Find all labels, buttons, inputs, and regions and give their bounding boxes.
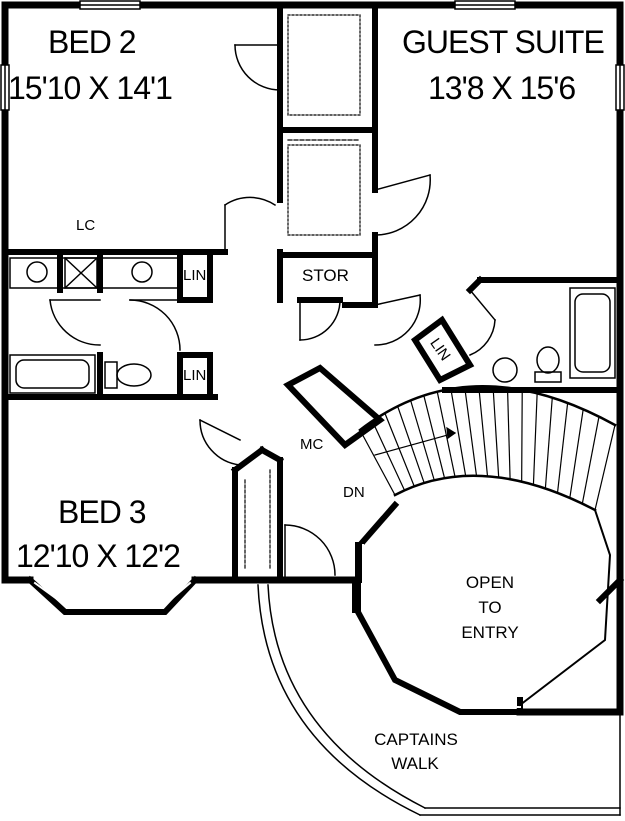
stor-label: STOR bbox=[302, 266, 349, 285]
stair-tread bbox=[359, 429, 396, 496]
open-to-entry-line1: OPEN bbox=[465, 573, 515, 592]
captains-walk-line2: WALK bbox=[391, 754, 439, 773]
doors bbox=[49, 44, 497, 581]
open-to-entry-line3: ENTRY bbox=[461, 623, 519, 642]
bed3-dims: 12'10 X 12'2 bbox=[16, 538, 181, 574]
stair-tread bbox=[450, 388, 467, 477]
stair-tread bbox=[581, 415, 600, 505]
guest-suite-dims: 13'8 X 15'6 bbox=[428, 70, 576, 106]
stair-tread bbox=[532, 392, 538, 486]
stair-tread bbox=[594, 424, 616, 511]
stair-tread bbox=[371, 420, 406, 492]
stair-tread bbox=[436, 390, 456, 478]
lin-top-label: LIN bbox=[183, 267, 207, 284]
lin-bottom-label: LIN bbox=[183, 367, 207, 384]
windows bbox=[0, 0, 625, 615]
stair-tread bbox=[492, 385, 500, 479]
bed2-name: BED 2 bbox=[48, 24, 136, 60]
captains-walk-line1: CAPTAINS bbox=[374, 730, 458, 749]
stair-tread bbox=[478, 385, 489, 477]
stair-tread bbox=[464, 386, 478, 477]
guest-suite-name: GUEST SUITE bbox=[402, 24, 605, 60]
stair-tread bbox=[544, 396, 553, 490]
dn-label: DN bbox=[343, 484, 365, 501]
stair-tread bbox=[384, 412, 416, 488]
stair-tread bbox=[423, 394, 446, 479]
bed2-dims: 15'10 X 14'1 bbox=[8, 70, 173, 106]
stair-tread bbox=[409, 399, 436, 481]
stair-tread bbox=[521, 389, 523, 483]
lc-label: LC bbox=[76, 217, 96, 234]
stair-tread bbox=[506, 387, 511, 480]
bed3-name: BED 3 bbox=[58, 494, 146, 530]
stair-tread bbox=[569, 408, 584, 499]
curved-stair bbox=[358, 384, 617, 512]
open-to-entry-line2: TO bbox=[478, 598, 502, 617]
captains-walk-railing bbox=[257, 584, 621, 817]
bath-fixtures bbox=[9, 256, 616, 394]
stair-tread bbox=[556, 402, 569, 494]
open-to-entry-outline bbox=[355, 500, 612, 715]
closet-shelves bbox=[244, 14, 361, 571]
mc-label: MC bbox=[300, 436, 324, 453]
interior-walls bbox=[2, 2, 625, 715]
